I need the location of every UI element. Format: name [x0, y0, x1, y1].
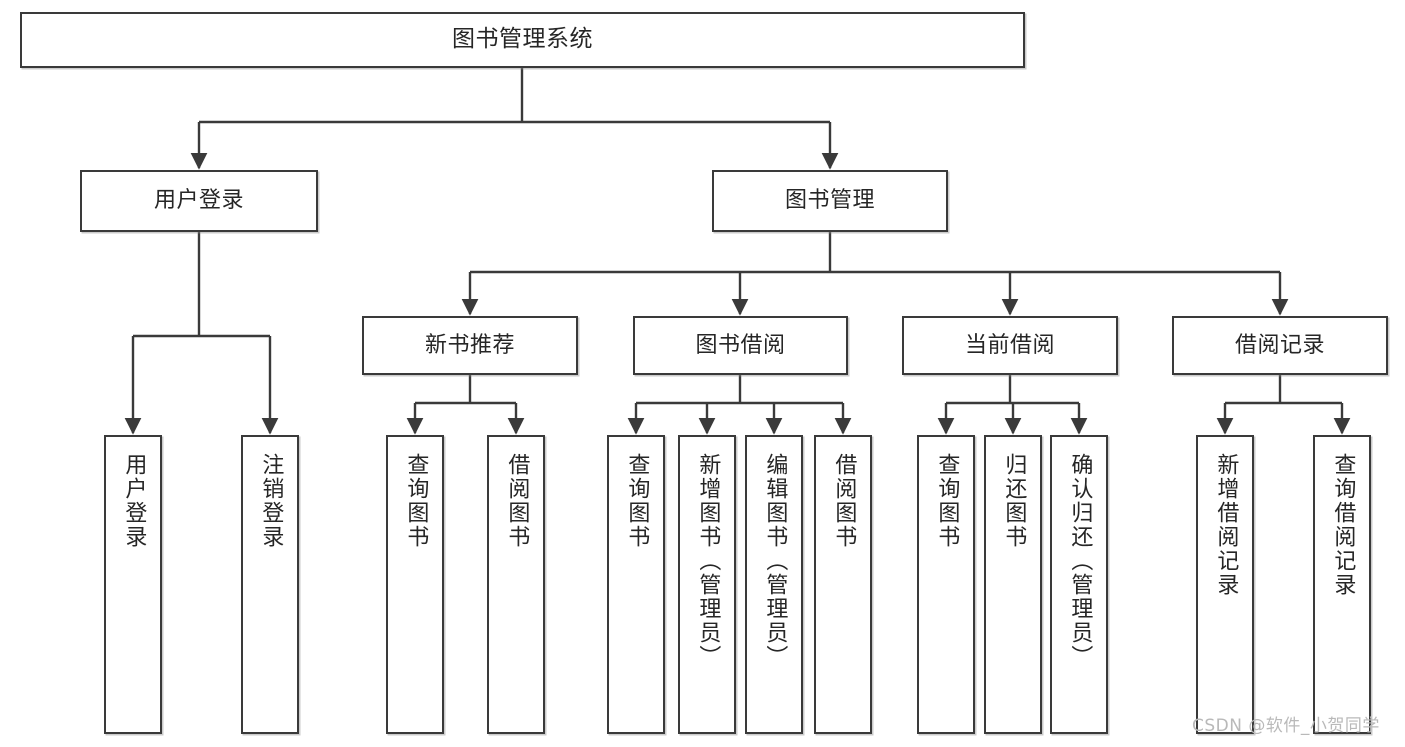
node-label: 新增图书（管理员） [695, 453, 721, 669]
node-level3-borrow-record[interactable]: 借阅记录 [1172, 316, 1388, 375]
node-leaf-query-borrow-record[interactable]: 查询借阅记录 [1313, 435, 1371, 734]
node-leaf-query-book-current[interactable]: 查询图书 [917, 435, 975, 734]
node-leaf-return-book[interactable]: 归还图书 [984, 435, 1042, 734]
node-leaf-add-borrow-record[interactable]: 新增借阅记录 [1196, 435, 1254, 734]
node-label: 查询借阅记录 [1330, 453, 1356, 597]
connector-lines [124, 68, 1351, 435]
node-label: 当前借阅 [964, 332, 1055, 358]
node-level3-current-borrow[interactable]: 当前借阅 [902, 316, 1118, 375]
node-leaf-confirm-return-admin[interactable]: 确认归还（管理员） [1050, 435, 1108, 734]
node-leaf-user-login[interactable]: 用户登录 [104, 435, 162, 734]
node-level2-book-management[interactable]: 图书管理 [712, 170, 948, 232]
watermark: CSDN @软件_小贺同学 [1192, 716, 1380, 736]
node-label: 查询图书 [934, 453, 960, 549]
node-label: 借阅图书 [504, 453, 530, 549]
node-leaf-add-book-admin[interactable]: 新增图书（管理员） [678, 435, 736, 734]
node-label: 用户登录 [121, 453, 147, 549]
node-label: 新书推荐 [424, 332, 515, 358]
node-leaf-borrow-book[interactable]: 借阅图书 [814, 435, 872, 734]
node-label: 查询图书 [624, 453, 650, 549]
node-root-label: 图书管理系统 [452, 26, 593, 53]
node-label: 注销登录 [258, 453, 284, 549]
node-leaf-query-book-borrow[interactable]: 查询图书 [607, 435, 665, 734]
node-label: 借阅记录 [1234, 332, 1325, 358]
node-label: 图书管理 [784, 188, 875, 214]
node-level3-book-borrow[interactable]: 图书借阅 [633, 316, 848, 375]
node-label: 归还图书 [1001, 453, 1027, 549]
node-label: 新增借阅记录 [1213, 453, 1239, 597]
node-leaf-borrow-book-recommend[interactable]: 借阅图书 [487, 435, 545, 734]
node-label: 编辑图书（管理员） [762, 453, 788, 669]
node-leaf-logout[interactable]: 注销登录 [241, 435, 299, 734]
node-level2-user-login[interactable]: 用户登录 [80, 170, 318, 232]
node-label: 用户登录 [153, 188, 244, 214]
node-label: 图书借阅 [695, 332, 786, 358]
node-root[interactable]: 图书管理系统 [20, 12, 1025, 68]
node-label: 查询图书 [403, 453, 429, 549]
node-leaf-edit-book-admin[interactable]: 编辑图书（管理员） [745, 435, 803, 734]
node-label: 借阅图书 [831, 453, 857, 549]
node-leaf-query-book-recommend[interactable]: 查询图书 [386, 435, 444, 734]
node-label: 确认归还（管理员） [1067, 453, 1093, 669]
node-level3-new-book-recommend[interactable]: 新书推荐 [362, 316, 578, 375]
